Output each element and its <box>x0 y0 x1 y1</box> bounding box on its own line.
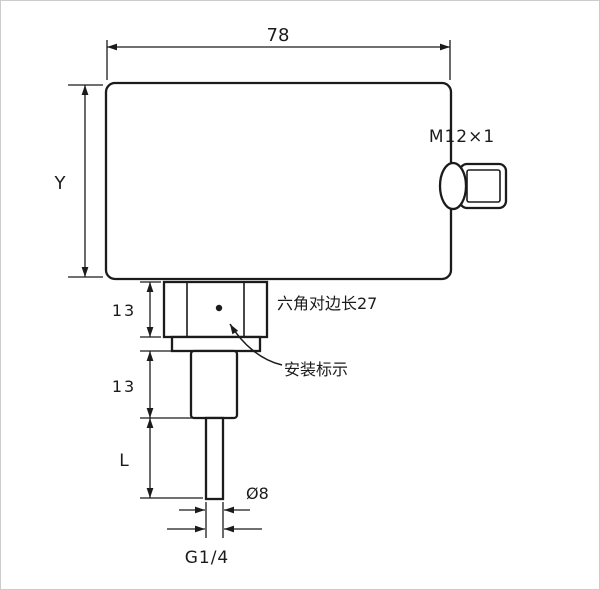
dim-probe-dia: Ø8 <box>179 484 269 538</box>
connector-thread-label: M12×1 <box>429 127 495 147</box>
hex-height-label: 13 <box>112 301 136 320</box>
hex-nut-outline <box>162 280 269 339</box>
thread-section-outline <box>189 349 239 420</box>
connector-collar-ellipse <box>438 161 468 211</box>
dim-length-l: L <box>119 418 203 499</box>
probe-length-label: L <box>119 451 129 471</box>
dim-hex-13: 13 <box>112 281 161 338</box>
dim-process-thread: G1/4 <box>167 525 262 568</box>
process-connection-label: G1/4 <box>185 548 230 568</box>
dim-width-78: 78 <box>106 25 451 80</box>
hex-across-flats-label: 六角对边长27 <box>277 294 377 313</box>
flange-outline <box>170 335 262 353</box>
probe-diameter-label: Ø8 <box>246 484 269 503</box>
probe-tube-outline <box>204 416 225 501</box>
thread-length-label: 13 <box>112 377 136 396</box>
install-mark-callout: 安装标示 <box>229 323 348 379</box>
install-mark-dot <box>215 304 223 312</box>
switch-body-outline <box>104 81 453 281</box>
body-width-label: 78 <box>267 25 290 46</box>
part-outline-group <box>104 81 508 501</box>
dim-thread-13: 13 <box>112 350 203 419</box>
body-height-label: Y <box>54 173 67 194</box>
dim-height-y: Y <box>54 84 103 278</box>
install-mark-label: 安装标示 <box>284 360 348 379</box>
install-mark-leader-arrow <box>229 323 283 366</box>
